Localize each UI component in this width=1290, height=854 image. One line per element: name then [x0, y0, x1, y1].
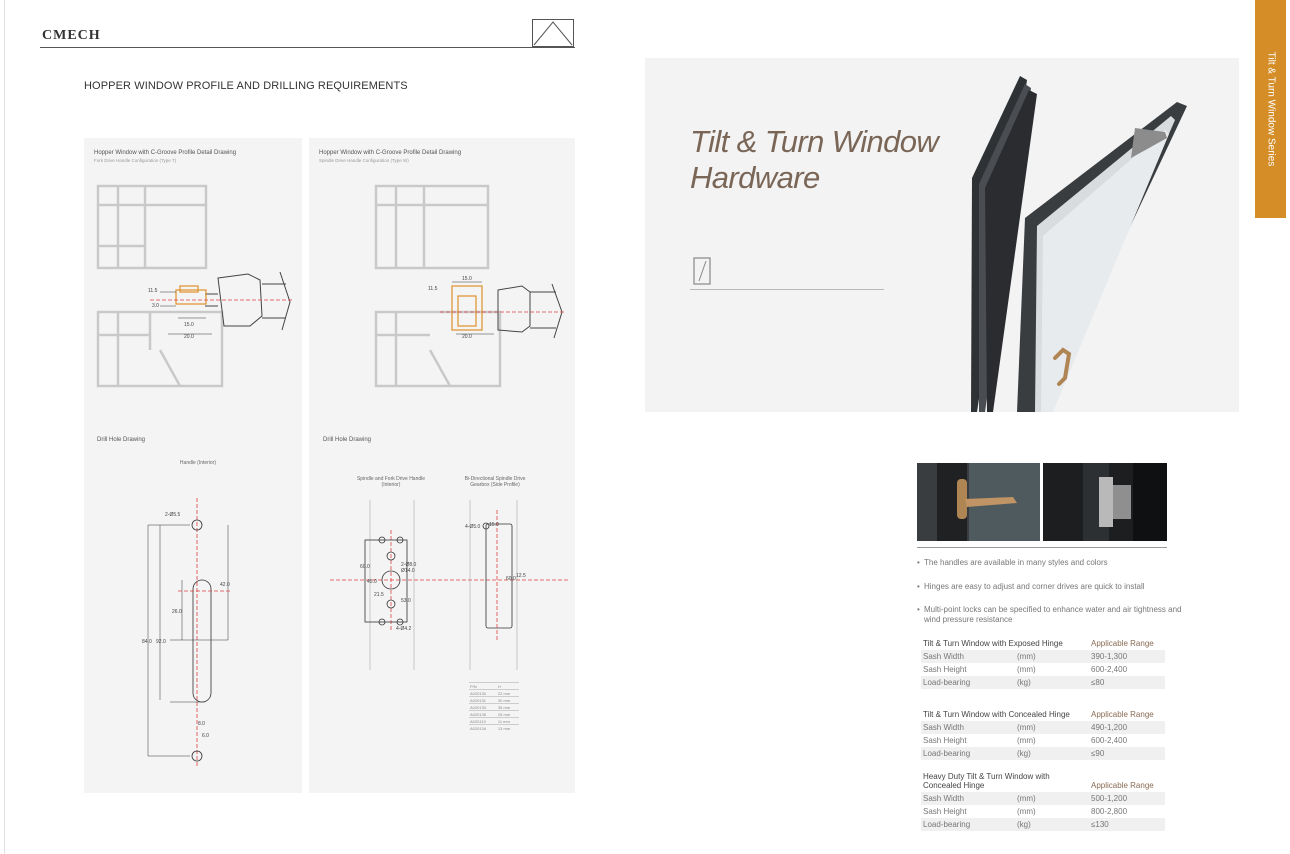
left-drill-title: Drill Hole Drawing	[97, 437, 146, 443]
svg-text:Ø14.0: Ø14.0	[401, 568, 415, 574]
left-profile-drawing	[96, 184, 224, 388]
svg-text:2-Ø8.0: 2-Ø8.0	[401, 562, 417, 568]
svg-text:15.0: 15.0	[462, 276, 472, 282]
svg-text:26.0: 26.0	[172, 609, 182, 615]
right-drill-drawing: 4-Ø5.0 15.0 60.0 2-Ø8.0 Ø14.0 21.5 45.0 …	[330, 500, 568, 670]
spec-table-heavy-duty: Heavy Duty Tilt & Turn Window with Conce…	[921, 768, 1165, 831]
svg-text:8.0: 8.0	[198, 721, 205, 727]
right-drawing-title: Hopper Window with C-Groove Profile Deta…	[319, 150, 462, 156]
page-edge	[4, 0, 5, 854]
handle-photo	[917, 463, 1040, 541]
svg-text:11.5: 11.5	[428, 286, 438, 292]
svg-text:45.0: 45.0	[367, 579, 377, 585]
right-drill-title: Drill Hole Drawing	[323, 437, 372, 443]
svg-text:21.5: 21.5	[374, 592, 384, 598]
svg-text:12.5: 12.5	[516, 573, 526, 579]
svg-text:4-Ø5.0: 4-Ø5.0	[465, 524, 481, 530]
right-drawing-subtitle: Spindle Drive Handle Configuration (Type…	[319, 158, 409, 163]
hero-rule	[690, 289, 884, 290]
drawing-panel-right	[309, 138, 575, 793]
svg-text:15.0: 15.0	[184, 322, 194, 328]
svg-text:60.0: 60.0	[360, 564, 370, 570]
left-drawing-title: Hopper Window with C-Groove Profile Deta…	[94, 150, 237, 156]
svg-text:92.0: 92.0	[156, 639, 166, 645]
header-rule	[40, 47, 575, 48]
left-drill-drawing: 2-Ø5.5 42.0 26.0 84.0 92.0 8.0 6.0	[142, 498, 230, 768]
header-window-icon	[532, 19, 574, 47]
section-title: HOPPER WINDOW PROFILE AND DRILLING REQUI…	[84, 80, 408, 92]
left-drawing-subtitle: Fork Drive Handle Configuration (Type T)	[94, 158, 177, 163]
svg-text:53.0: 53.0	[401, 598, 411, 604]
right-drill-label-b: Bi-Directional Spindle Drive Gearbox (Si…	[464, 476, 526, 488]
svg-text:4-Ø4.2: 4-Ø4.2	[396, 626, 412, 632]
feature-bullet: The handles are available in many styles…	[917, 558, 1182, 568]
brand-logo: CMECH	[42, 28, 101, 43]
right-drill-label-a: Spindle and Fork Drive Handle (Interior)	[356, 476, 426, 488]
svg-text:2-Ø5.5: 2-Ø5.5	[165, 512, 181, 518]
right-profile-drawing	[374, 184, 502, 388]
svg-text:15.0: 15.0	[489, 522, 499, 528]
svg-text:11.5: 11.5	[148, 288, 158, 294]
hero-title: Tilt & Turn Window Hardware	[690, 124, 939, 195]
svg-text:3.0: 3.0	[152, 303, 159, 309]
svg-text:84.0: 84.0	[142, 639, 152, 645]
svg-text:20.0: 20.0	[184, 334, 194, 340]
svg-text:6.0: 6.0	[202, 733, 209, 739]
hinge-photo	[1043, 463, 1167, 541]
svg-text:42.0: 42.0	[220, 582, 230, 588]
feature-bullet: Hinges are easy to adjust and corner dri…	[917, 582, 1182, 592]
tilt-turn-window-illustration	[971, 76, 1187, 412]
series-side-tab: Tilt & Turn Window Series	[1255, 0, 1286, 218]
feature-bullet: Multi-point locks can be specified to en…	[917, 605, 1182, 625]
photo-rule	[917, 547, 1167, 548]
svg-text:60.0: 60.0	[506, 576, 516, 582]
hero-banner: Tilt & Turn Window Hardware	[645, 58, 1239, 412]
window-outline-icon	[693, 257, 711, 285]
svg-text:20.0: 20.0	[462, 334, 472, 340]
left-drill-label: Handle (Interior)	[179, 460, 217, 466]
